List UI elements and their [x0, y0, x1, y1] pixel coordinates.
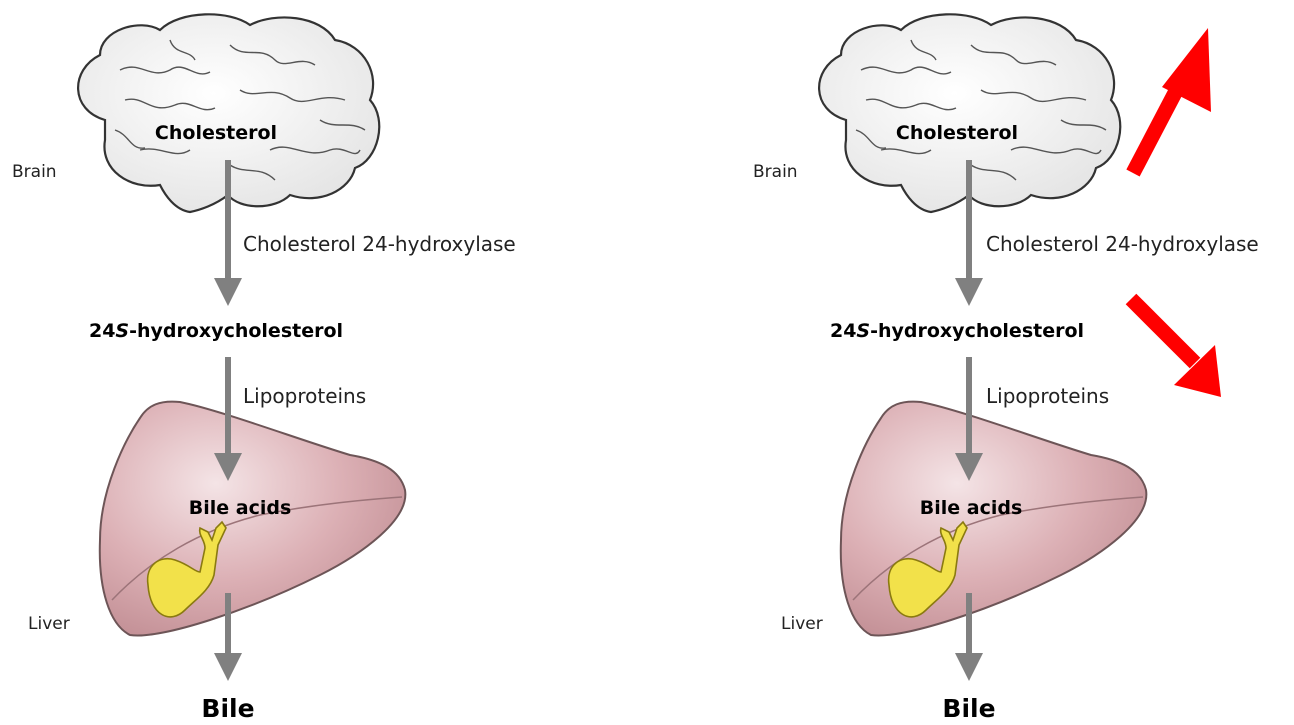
substrate-label: Cholesterol: [155, 122, 277, 144]
transport-label: Lipoproteins: [243, 384, 366, 408]
transport-label: Lipoproteins: [986, 384, 1109, 408]
panel-right: Cholesterol Brain Cholesterol 24-hydroxy…: [753, 14, 1259, 723]
metabolite-label: Bile acids: [189, 497, 292, 519]
product-prefix: 24: [830, 320, 856, 342]
increase-arrow-icon: [1133, 28, 1211, 173]
output-label: Bile: [942, 694, 995, 723]
brain-label: Brain: [753, 162, 798, 182]
product-prefix: 24: [89, 320, 115, 342]
liver-illustration: Bile acids: [100, 402, 406, 636]
enzyme-label: Cholesterol 24-hydroxylase: [243, 232, 516, 256]
brain-label: Brain: [12, 162, 57, 182]
product-label: 24S-hydroxycholesterol: [830, 320, 1084, 342]
substrate-label: Cholesterol: [896, 122, 1018, 144]
metabolite-label: Bile acids: [920, 497, 1023, 519]
enzyme-label: Cholesterol 24-hydroxylase: [986, 232, 1259, 256]
output-label: Bile: [201, 694, 254, 723]
product-italic: S: [115, 320, 129, 342]
panel-left: Cholesterol Brain Cholesterol 24-hydroxy…: [12, 14, 516, 723]
liver-illustration: Bile acids: [841, 402, 1147, 636]
decrease-arrow-icon: [1131, 299, 1221, 397]
product-suffix: -hydroxycholesterol: [870, 320, 1084, 342]
liver-label: Liver: [781, 614, 823, 634]
product-suffix: -hydroxycholesterol: [129, 320, 343, 342]
liver-label: Liver: [28, 614, 70, 634]
product-label: 24S-hydroxycholesterol: [89, 320, 343, 342]
product-italic: S: [856, 320, 870, 342]
